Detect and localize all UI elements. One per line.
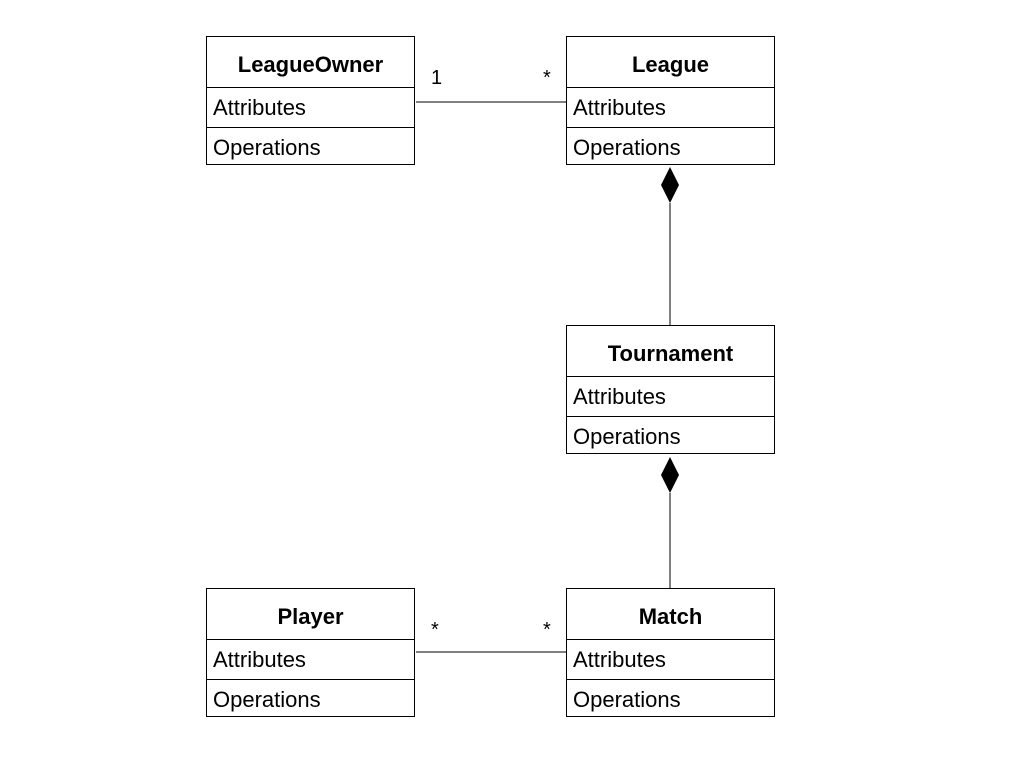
composition-diamond-tournament (661, 457, 679, 493)
attributes-compartment: Attributes (567, 88, 774, 128)
attributes-compartment: Attributes (567, 377, 774, 417)
class-league-owner[interactable]: LeagueOwner Attributes Operations (206, 36, 415, 165)
operations-compartment: Operations (213, 687, 321, 712)
operations-compartment: Operations (573, 135, 681, 160)
operations-compartment: Operations (213, 135, 321, 160)
class-match[interactable]: Match Attributes Operations (566, 588, 775, 717)
class-player[interactable]: Player Attributes Operations (206, 588, 415, 717)
multiplicity-league-end: * (543, 67, 551, 89)
attributes-compartment: Attributes (207, 88, 414, 128)
class-name: LeagueOwner (207, 37, 414, 88)
class-name: League (567, 37, 774, 88)
multiplicity-owner-end: 1 (431, 67, 443, 89)
multiplicity-player-end: * (431, 619, 439, 641)
multiplicity-match-end: * (543, 619, 551, 641)
class-league[interactable]: League Attributes Operations (566, 36, 775, 165)
class-name: Player (207, 589, 414, 640)
attributes-compartment: Attributes (207, 640, 414, 680)
operations-compartment: Operations (573, 424, 681, 449)
composition-diamond-league (661, 167, 679, 203)
class-name: Tournament (567, 326, 774, 377)
attributes-compartment: Attributes (567, 640, 774, 680)
class-tournament[interactable]: Tournament Attributes Operations (566, 325, 775, 454)
class-name: Match (567, 589, 774, 640)
operations-compartment: Operations (573, 687, 681, 712)
